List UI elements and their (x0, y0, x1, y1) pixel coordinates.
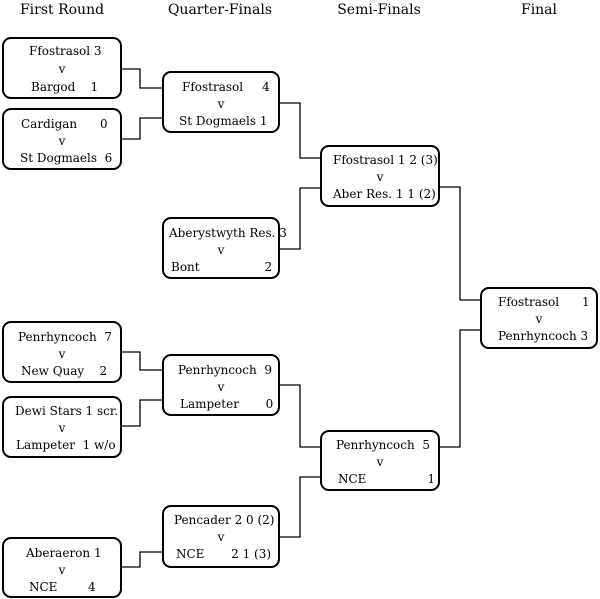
match-r1-1: Ffostrasol 3 v Bargod 1 (2, 37, 122, 99)
team-bottom: NCE 1 (338, 472, 436, 486)
connector-r1-3 (122, 351, 162, 371)
connector-qf-4 (280, 476, 320, 538)
match-r1-3: Penrhyncoch 7 v New Quay 2 (2, 321, 122, 383)
match-sf-1: Ffostrasol 1 2 (3) v Aber Res. 1 1 (2) (320, 145, 440, 207)
vs-label: v (217, 243, 225, 257)
match-qf-1: Ffostrasol 4 v St Dogmaels 1 (162, 71, 280, 133)
match-final: Ffostrasol 1 v Penrhyncoch 3 (480, 287, 598, 349)
team-top: Cardigan 0 (21, 117, 108, 131)
team-top: Penrhyncoch 5 (336, 438, 430, 452)
connector-r1-2 (122, 117, 162, 140)
team-top: Pencader 2 0 (2) (174, 513, 275, 527)
connector-qf-3 (280, 384, 320, 448)
match-r1-2: Cardigan 0 v St Dogmaels 6 (2, 108, 122, 170)
team-bottom: NCE 4 (29, 580, 96, 594)
team-bottom: Penrhyncoch 3 (498, 329, 589, 343)
team-bottom: Bont 2 (171, 260, 273, 274)
team-top: Penrhyncoch 9 (178, 363, 272, 377)
team-bottom: St Dogmaels 6 (20, 151, 113, 165)
connector-sf-2 (440, 329, 480, 448)
team-bottom: Lampeter 0 (180, 397, 274, 411)
team-top: Penrhyncoch 7 (18, 330, 112, 344)
vs-label: v (217, 97, 225, 111)
team-bottom: St Dogmaels 1 (179, 114, 268, 128)
vs-label: v (58, 62, 66, 76)
match-qf-2: Aberystwyth Res. 3 v Bont 2 (162, 217, 287, 279)
header-semi-finals: Semi-Finals (337, 2, 421, 18)
match-qf-4: Pencader 2 0 (2) v NCE 2 1 (3) (162, 505, 280, 568)
team-bottom: Bargod 1 (31, 80, 99, 94)
team-top: Ffostrasol 3 (29, 44, 102, 58)
vs-label: v (217, 380, 225, 394)
vs-label: v (217, 530, 225, 544)
connector-r1-4 (122, 399, 162, 427)
vs-label: v (58, 563, 66, 577)
vs-label: v (376, 170, 384, 184)
vs-label: v (535, 312, 543, 326)
team-top: Dewi Stars 1 scr. (15, 404, 119, 418)
team-top: Ffostrasol 1 2 (3) (333, 153, 438, 167)
connector-qf-2 (280, 187, 320, 250)
header-final: Final (520, 2, 558, 18)
match-r1-4: Dewi Stars 1 scr. v Lampeter 1 w/o (2, 396, 122, 458)
team-top: Ffostrasol 1 (498, 295, 590, 309)
match-qf-3: Penrhyncoch 9 v Lampeter 0 (162, 354, 280, 416)
team-bottom: NCE 2 1 (3) (176, 547, 272, 561)
header-first-round: First Round (19, 2, 105, 18)
connector-qf-1 (280, 102, 320, 159)
team-bottom: Lampeter 1 w/o (16, 438, 116, 452)
vs-label: v (58, 347, 66, 361)
team-top: Aberystwyth Res. 3 (169, 226, 287, 240)
team-top: Ffostrasol 4 (182, 80, 270, 94)
team-top: Aberaeron 1 (26, 546, 102, 560)
match-sf-2: Penrhyncoch 5 v NCE 1 (320, 430, 440, 491)
match-r1-5: Aberaeron 1 v NCE 4 (2, 537, 122, 598)
connector-r1-1 (122, 68, 162, 89)
header-quarter-finals: Quarter-Finals (167, 2, 273, 18)
vs-label: v (58, 421, 66, 435)
connector-sf-1 (440, 186, 480, 301)
team-bottom: New Quay 2 (21, 364, 108, 378)
vs-label: v (376, 455, 384, 469)
vs-label: v (58, 134, 66, 148)
team-bottom: Aber Res. 1 1 (2) (333, 187, 436, 201)
connector-r1-5 (122, 551, 162, 568)
